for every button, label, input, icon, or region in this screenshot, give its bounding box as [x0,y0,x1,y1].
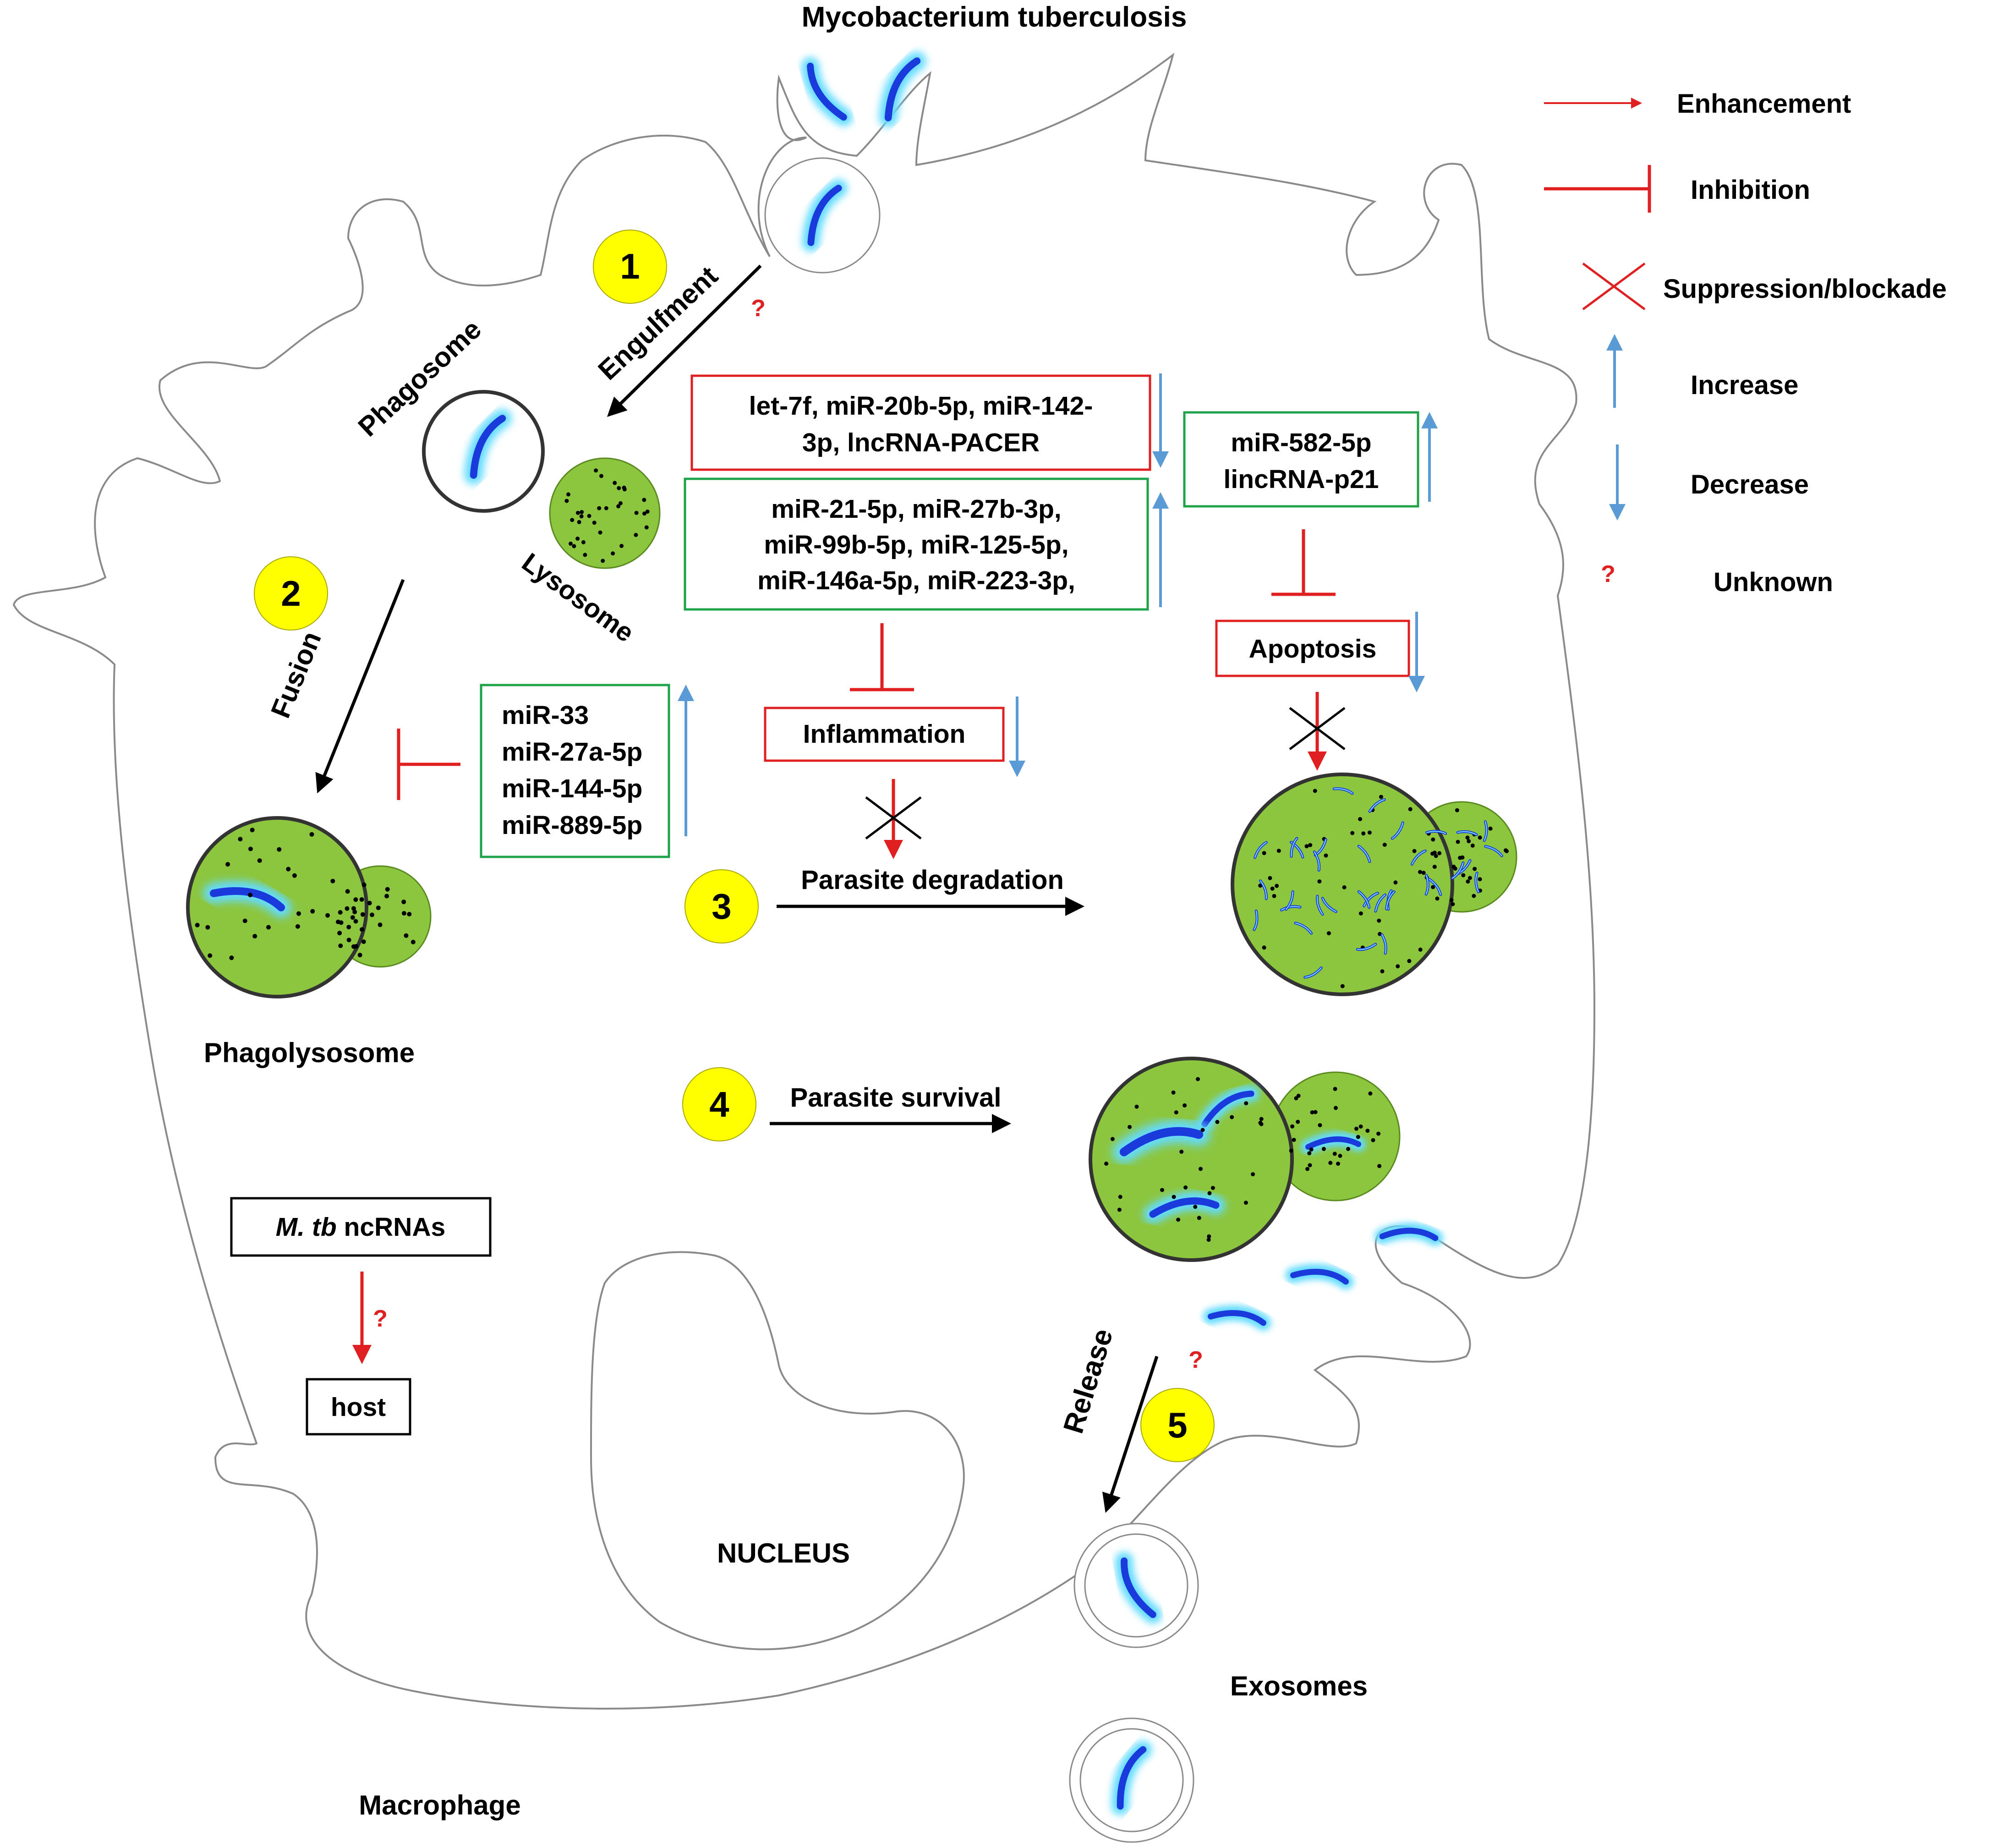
unknown-mtb-host: ? [373,1305,388,1332]
title-mtb: Mycobacterium tuberculosis [802,1,1187,33]
bacterium-released-1 [1382,1220,1435,1254]
bacterium-released-3 [1211,1300,1264,1338]
label-parasite-degradation: Parasite degradation [801,865,1064,895]
svg-text:lincRNA-p21: lincRNA-p21 [1224,465,1379,494]
bacterium-released-2 [1293,1259,1347,1296]
svg-text:miR-144-5p: miR-144-5p [502,774,642,803]
legend-suppression-label: Suppression/blockade [1663,274,1947,304]
label-macrophage: Macrophage [359,1790,520,1821]
svg-text:Apoptosis: Apoptosis [1249,634,1377,664]
label-nucleus: NUCLEUS [717,1538,850,1568]
step-3: 3 [684,869,759,943]
phagolysosome [186,816,432,998]
svg-text:miR-33: miR-33 [502,701,589,730]
svg-text:miR-21-5p, miR-27b-3p,: miR-21-5p, miR-27b-3p, [771,494,1061,524]
legend: Enhancement Inhibition Suppression/block… [1544,89,1947,597]
svg-text:miR-582-5p: miR-582-5p [1231,428,1371,457]
fusion-arrow [315,579,405,794]
lysosome-granules [564,468,650,563]
svg-text:miR-99b-5p, miR-125-5p,: miR-99b-5p, miR-125-5p, [764,530,1068,559]
exosome-2 [1069,1717,1194,1843]
box-upregulated-apoptosis-ncrnas [1183,411,1419,508]
legend-question-mark: ? [1601,561,1615,587]
legend-increase-label: Increase [1691,370,1798,400]
unknown-release: ? [1188,1347,1203,1373]
box-inflammation [764,707,1005,762]
exosome-1 [1073,1523,1199,1648]
legend-inhibition-label: Inhibition [1691,175,1810,205]
svg-text:let-7f, miR-20b-5p, miR-142-: let-7f, miR-20b-5p, miR-142- [749,391,1093,421]
step-4: 4 [682,1067,756,1141]
lysosome [549,457,661,569]
release-arrow [1102,1355,1159,1513]
legend-x-2 [1582,262,1646,311]
svg-text:miR-889-5p: miR-889-5p [502,811,642,840]
label-phagolysosome: Phagolysosome [204,1037,415,1068]
svg-text:3: 3 [712,886,731,927]
svg-text:host: host [331,1393,386,1422]
svg-text:M. tb ncRNAs: M. tb ncRNAs [276,1212,446,1242]
legend-enhancement-label: Enhancement [1677,89,1851,119]
box-downregulated-ncrnas [690,374,1151,471]
macrophage-membrane [12,53,1596,1710]
legend-decrease-label: Decrease [1691,470,1809,499]
bacterium-outside-1 [809,61,843,123]
nucleus [590,1251,965,1651]
svg-text:miR-146a-5p, miR-223-3p,: miR-146a-5p, miR-223-3p, [757,566,1075,595]
box-mtb-ncrnas [230,1197,492,1257]
label-exosomes: Exosomes [1230,1671,1368,1701]
box-apoptosis [1215,620,1410,677]
label-fusion: Fusion [265,627,327,722]
step-2: 2 [254,556,328,631]
unknown-engulfment: ? [751,295,766,322]
box-host [306,1378,411,1436]
box-upregulated-inflammation-ncrnas [684,477,1149,611]
step-5: 5 [1140,1388,1215,1462]
bacterium-outside-2 [873,60,931,118]
svg-text:2: 2 [281,573,301,614]
box-upregulated-fusion-ncrnas [480,684,670,858]
svg-text:miR-27a-5p: miR-27a-5p [502,737,642,767]
svg-text:1: 1 [620,246,640,286]
svg-text:Inflammation: Inflammation [803,719,966,749]
step-1: 1 [593,230,667,304]
survival-phagolysosome [1089,1057,1401,1262]
blockade-degradation-x2 [865,796,922,839]
legend-unknown-label: Unknown [1714,567,1833,597]
svg-text:4: 4 [709,1084,729,1124]
blockade-apoptosis-x2 [1289,707,1346,750]
svg-text:5: 5 [1167,1405,1187,1445]
degradation-phagolysosome [1231,773,1517,996]
label-parasite-survival: Parasite survival [790,1083,1001,1113]
label-release: Release [1057,1325,1119,1437]
engulfment-arrow [607,264,762,417]
svg-text:3p, lncRNA-PACER: 3p, lncRNA-PACER [802,428,1040,457]
